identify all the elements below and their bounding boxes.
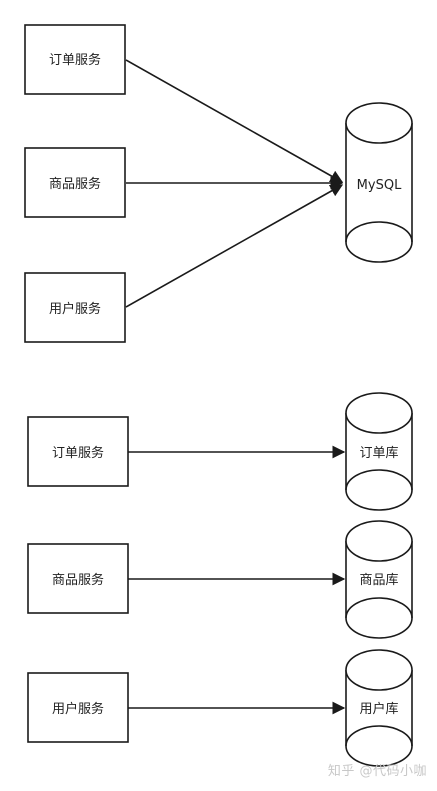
database-cylinder-product: 商品库: [345, 520, 413, 639]
database-cylinder-user: 用户库: [345, 649, 413, 767]
service-label: 用户服务: [49, 301, 101, 317]
database-label: 商品库: [359, 572, 398, 588]
pair-user: 用户服务 用户库: [27, 649, 413, 767]
database-cylinder-order: 订单库: [345, 392, 413, 511]
top-section: 订单服务 商品服务 用户服务 MySQL: [24, 24, 413, 343]
service-label: 商品服务: [52, 572, 104, 588]
service-label: 商品服务: [49, 176, 101, 192]
bottom-section: 订单服务 订单库 商品服务 商品库 用户服务: [27, 392, 413, 767]
service-label: 订单服务: [49, 52, 101, 68]
service-label: 订单服务: [52, 445, 104, 461]
database-cylinder-mysql: MySQL: [345, 102, 413, 263]
database-label: 订单库: [359, 445, 398, 461]
database-label: 用户库: [359, 701, 398, 717]
database-label: MySQL: [357, 178, 402, 193]
watermark-text: 知乎 @代码小咖: [327, 764, 427, 779]
service-label: 用户服务: [52, 701, 104, 717]
edge-order-to-mysql: [125, 59, 344, 183]
service-box-order: 订单服务: [24, 24, 126, 95]
service-box-product: 商品服务: [24, 147, 126, 218]
service-box-user: 用户服务: [24, 272, 126, 343]
edge-user-to-mysql: [125, 184, 344, 308]
pair-product: 商品服务 商品库: [27, 520, 413, 639]
pair-order: 订单服务 订单库: [27, 392, 413, 511]
